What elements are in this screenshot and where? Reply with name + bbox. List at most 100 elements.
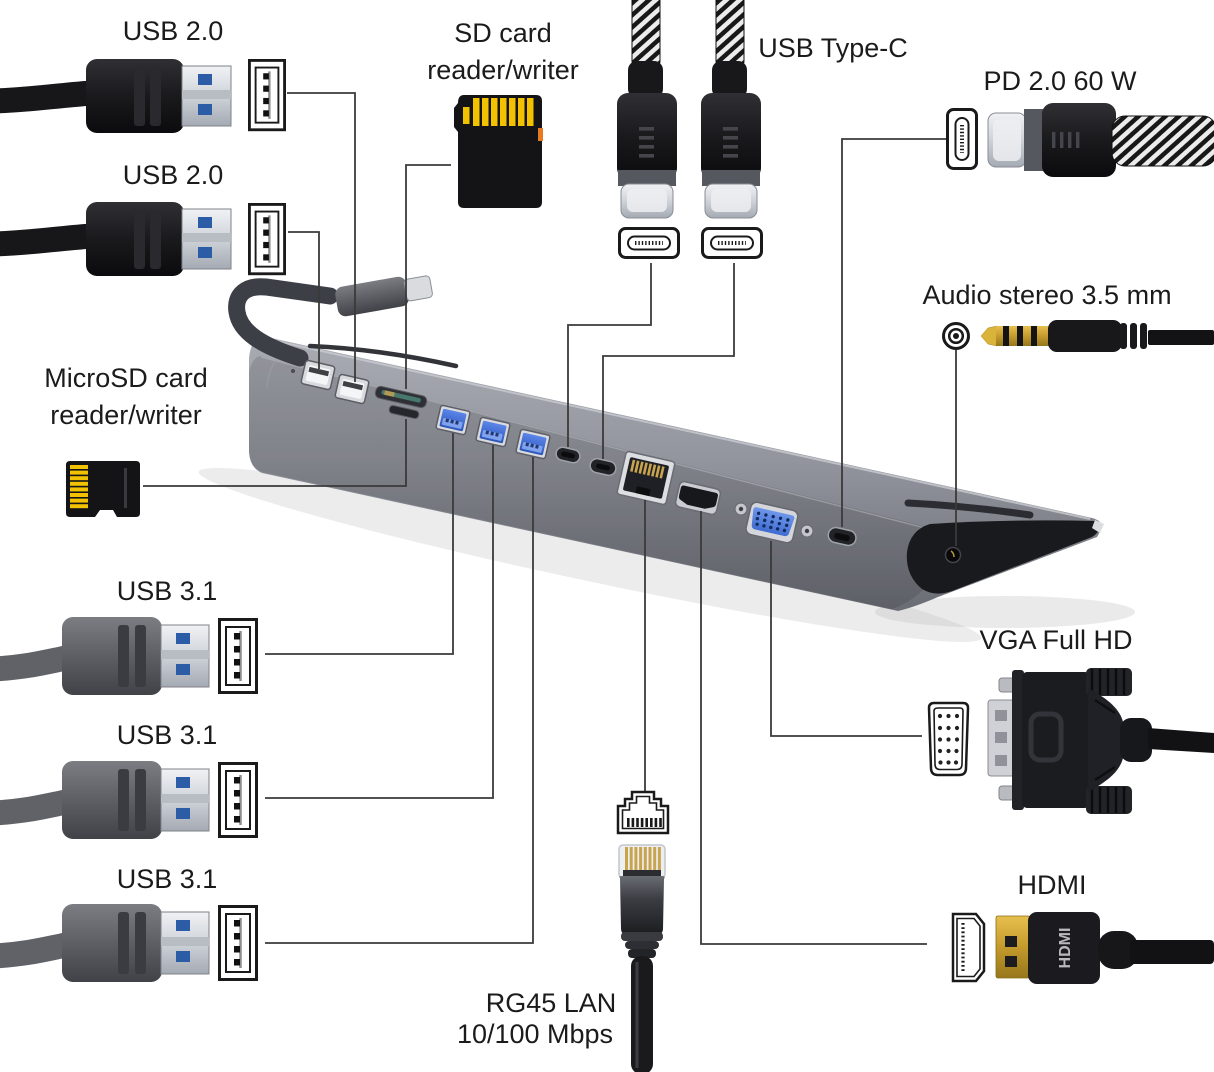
- line-usb31-2: [265, 445, 494, 799]
- line-usb31-1: [265, 433, 454, 655]
- label-audio: Audio stereo 3.5 mm: [922, 280, 1171, 310]
- hdmi-port-icon: [951, 912, 986, 983]
- label-hdmi: HDMI: [1018, 870, 1087, 900]
- label-usb-type-c: USB Type-C: [758, 33, 908, 63]
- host-cable: [228, 278, 339, 367]
- label-microsd-line1: MicroSD card: [44, 363, 208, 393]
- dock-port-usbc-pd: [827, 526, 857, 547]
- dock-port-usb31-1: [435, 404, 471, 436]
- label-pd: PD 2.0 60 W: [983, 66, 1137, 96]
- label-sd-line1: SD card: [454, 18, 552, 48]
- label-usb20-1: USB 2.0: [123, 16, 224, 46]
- hdmi-group: HDMI: [951, 912, 1214, 984]
- dock-shadow: [198, 468, 982, 642]
- dock-front-face: [249, 356, 934, 609]
- sd-lock-switch: [538, 128, 543, 141]
- sd-card: [454, 95, 543, 208]
- usb-a-port-icon-2: [248, 203, 287, 276]
- dock-end-face: [906, 520, 1100, 594]
- label-usb31-2: USB 3.1: [117, 720, 218, 750]
- usb31-cable-3: [0, 904, 209, 982]
- usb20-cable-1: [0, 59, 231, 133]
- dock-port-hdmi: [674, 480, 722, 516]
- usb-a-port-icon-3: [218, 618, 258, 694]
- dock-port-usbc-2: [589, 457, 617, 477]
- label-vga: VGA Full HD: [979, 625, 1132, 655]
- label-usb20-2: USB 2.0: [123, 160, 224, 190]
- rj45-port-icon: [616, 790, 670, 835]
- usbc-cable-1: [616, 0, 678, 219]
- line-usb20-2: [288, 231, 320, 369]
- dock-groove-left: [307, 343, 459, 369]
- usb-a-port-icon-1: [248, 58, 287, 132]
- usb20-group-1: [0, 58, 287, 133]
- usb31-group-3: [0, 904, 258, 982]
- dock-body: [249, 336, 1102, 611]
- audio-group: [942, 320, 1214, 352]
- dock-device: [198, 275, 1135, 642]
- dock-top-edge-highlight: [261, 337, 1091, 520]
- vga-thumbscrews: [1086, 668, 1132, 814]
- dock-shadow-right: [875, 596, 1135, 628]
- dock-audio-hole: [944, 546, 962, 564]
- dock-port-usb31-3: [515, 428, 551, 460]
- usb20-group-2: [0, 202, 287, 276]
- dock-slot-sd: [374, 385, 428, 409]
- usbc-cable-2: [700, 0, 762, 219]
- label-usb31-1: USB 3.1: [117, 576, 218, 606]
- usb31-group-2: [0, 761, 258, 839]
- audio-plug: [980, 320, 1214, 352]
- microsd-card: [66, 461, 140, 517]
- dock-port-usb20-2: [334, 373, 370, 405]
- usb-a-port-icon-5: [218, 905, 258, 981]
- dock-screw-hole-1-center: [738, 506, 744, 512]
- label-microsd-line2: reader/writer: [50, 400, 202, 430]
- usb31-cable-1: [0, 617, 209, 695]
- label-sd-line2: reader/writer: [427, 55, 579, 85]
- usb31-group-1: [0, 617, 258, 695]
- dock-ports: [291, 359, 857, 547]
- dock-led-hole: [291, 369, 295, 373]
- dock-port-usb31-2: [475, 416, 511, 448]
- usb31-cable-2: [0, 761, 209, 839]
- line-usbc-2: [602, 263, 735, 459]
- usbc-port-icon-2: [700, 226, 764, 260]
- labels: USB 2.0 USB 2.0 SD card reader/writer US…: [44, 16, 1171, 1049]
- dock-screw-hole-2-center: [804, 528, 810, 534]
- usb-a-port-icon-4: [218, 762, 258, 838]
- line-usb31-3: [265, 457, 534, 944]
- pd-port-icon: [945, 107, 979, 171]
- rj45-connector: [618, 844, 666, 1072]
- dock-port-usb20-1: [300, 359, 336, 391]
- label-lan-line2: 10/100 Mbps: [457, 1019, 613, 1049]
- pd-cable: [945, 103, 1214, 177]
- label-lan-line1: RG45 LAN: [486, 988, 617, 1018]
- usb20-cable-2: [0, 202, 231, 276]
- line-usbc-1: [567, 263, 652, 447]
- vga-port-icon: [927, 701, 970, 777]
- dock-audio-hole-glint: [950, 550, 955, 558]
- line-vga: [770, 541, 922, 737]
- label-usb31-3: USB 3.1: [117, 864, 218, 894]
- dock-groove-right: [904, 499, 1034, 519]
- line-microsd: [143, 419, 407, 487]
- lan-group: [616, 790, 670, 1072]
- line-sd: [405, 164, 451, 389]
- usbc-port-icon-1: [617, 226, 681, 260]
- dock-port-vga: [745, 501, 799, 544]
- line-usb20-1: [287, 92, 356, 382]
- hdmi-plug-molded-text: HDMI: [1057, 928, 1074, 969]
- callout-lines: [143, 92, 957, 945]
- audio-port-icon: [942, 322, 970, 350]
- vga-group: [927, 668, 1214, 814]
- line-pd: [841, 138, 947, 527]
- host-usbc-plug: [335, 275, 433, 317]
- hdmi-connector: HDMI: [995, 912, 1214, 984]
- dock-port-usbc-1: [555, 446, 581, 464]
- vga-connector: [987, 668, 1214, 814]
- dock-tip-highlight: [1092, 520, 1104, 533]
- line-hdmi: [700, 511, 927, 945]
- dock-fold-highlight: [260, 356, 926, 529]
